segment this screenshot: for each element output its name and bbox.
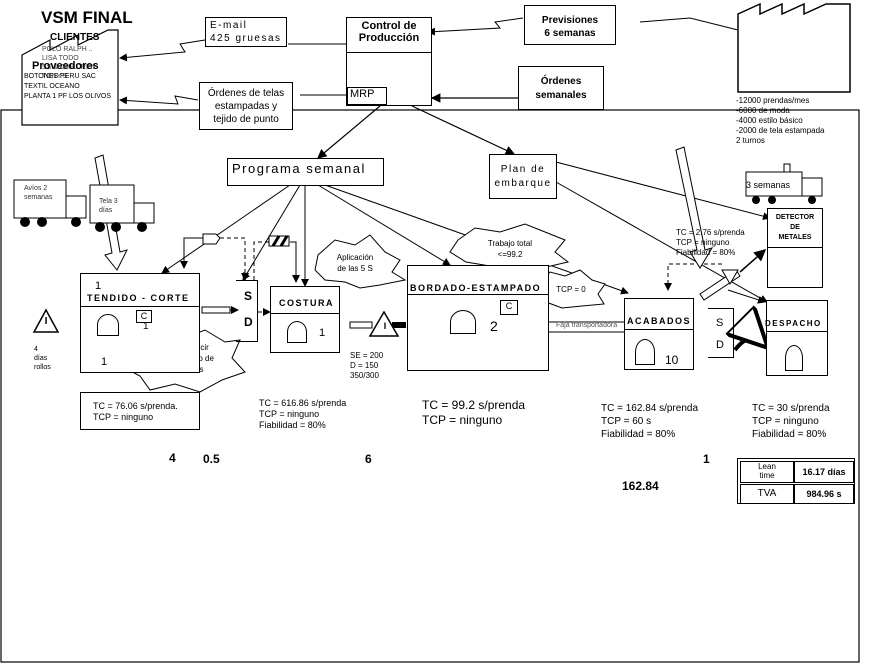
supermarket-1-s: S — [244, 289, 253, 303]
operator-icon — [97, 314, 119, 336]
faja-label: Faja transportadora — [556, 322, 618, 329]
proveedores-label: Proveedores — [32, 60, 99, 72]
factory-stats: -12000 prendas/mes -6000 de moda -4000 e… — [736, 96, 825, 145]
avios-truck-label: Avíos 2 semanas — [24, 185, 53, 201]
tendido-num-top: 1 — [95, 280, 102, 292]
process-tendido-corte: 1 TENDIDO - CORTE C 1 1 — [80, 273, 200, 373]
ordenes-telas-box: Órdenes de telas estampadas y tejido de … — [199, 82, 293, 130]
inventory-left-note: 4 días rollos — [34, 346, 51, 371]
process-acabados: ACABADOS 10 — [624, 298, 694, 370]
supermarket-1-d: D — [244, 315, 253, 329]
tela-truck-label: Tela 3 días — [99, 198, 118, 214]
proveedores-list: BOTONES PERU SAC TEXTIL OCEANO PLANTA 1 … — [24, 73, 112, 100]
control-produccion: Control de Producción MRP — [346, 17, 432, 106]
process-costura: COSTURA 1 — [270, 286, 340, 353]
tva-label: TVA — [740, 484, 794, 504]
bordado-name: BORDADO-ESTAMPADO — [410, 283, 542, 293]
despacho-name: DESPACHO — [765, 319, 822, 328]
operator-icon — [450, 310, 476, 334]
email-line1: E-mail — [210, 20, 248, 31]
tendido-num-c: 1 — [143, 321, 149, 332]
diagram-title: VSM FINAL — [41, 8, 133, 27]
acabados-name: ACABADOS — [627, 316, 692, 326]
acabados-num: 10 — [665, 353, 679, 367]
operator-icon — [785, 345, 803, 371]
programa-semanal-box: Programa semanal — [227, 158, 384, 186]
tendido-name: TENDIDO - CORTE — [87, 293, 190, 303]
bordado-c-box: C — [500, 300, 518, 315]
operator-icon — [287, 321, 307, 343]
kaizen-aplicacion: Aplicación de las 5 S — [336, 253, 374, 273]
ordenes-semanales-box: Órdenes semanales — [518, 66, 604, 110]
clientes-list: POLO RALPH .. LISA TODO SS & CHILDREN TO… — [42, 46, 96, 80]
bordado-num: 2 — [490, 318, 498, 334]
email-box: E-mail 425 gruesas — [205, 17, 287, 47]
process-bordado-estampado: BORDADO-ESTAMPADO C 2 — [407, 265, 549, 371]
process-detector-metales: DETECTOR DE METALES — [767, 208, 823, 288]
costura-num: 1 — [319, 327, 326, 339]
inventory-mid-note: SE = 200 D = 150 350/300 — [350, 351, 384, 380]
timeline-day-4: 1 — [703, 452, 710, 466]
kaizen-trabajo: Trabajo total <=99.2 — [487, 239, 533, 259]
operator-icon — [635, 339, 655, 365]
tendido-c-box: C — [136, 310, 152, 323]
mrp-label: MRP — [347, 87, 387, 105]
inventory-mid-symbol: I — [383, 321, 387, 331]
process-despacho: DESPACHO — [765, 300, 828, 376]
timeline-day-3: 6 — [365, 452, 372, 466]
timeline-day-1: 4 — [169, 451, 176, 465]
tva-value: 984.96 s — [794, 484, 854, 504]
timeline-day-2: 0.5 — [203, 452, 220, 466]
kaizen-tcp: TCP = 0 — [556, 285, 586, 294]
supermarket-2-s: S — [716, 317, 724, 329]
detector-metrics: TC = 2.76 s/prenda TCP = ninguno Fiabili… — [676, 228, 745, 257]
supermarket-2: S D — [708, 308, 734, 358]
tendido-num-bottom: 1 — [101, 356, 108, 368]
supermarket-2-d: D — [716, 339, 724, 351]
control-title: Control de Producción — [347, 18, 431, 53]
clientes-label: CLIENTES — [50, 32, 100, 43]
lean-time-label: Lean time — [740, 461, 794, 483]
costura-metrics: TC = 616.86 s/prenda TCP = ninguno Fiabi… — [259, 398, 347, 430]
email-line2: 425 gruesas — [210, 33, 282, 44]
supermarket-1: S D — [236, 280, 258, 342]
previsiones-box: Previsiones 6 semanas — [524, 5, 616, 45]
inventory-left-symbol: I — [44, 316, 48, 327]
timeline-value-162: 162.84 — [622, 479, 659, 493]
plan-embarque-box: Plan de embarque — [489, 154, 557, 199]
bordado-metrics: TC = 99.2 s/prenda TCP = ninguno — [422, 398, 526, 427]
tendido-metrics: TC = 76.06 s/prenda. TCP = ninguno — [80, 392, 200, 430]
costura-name: COSTURA — [279, 298, 334, 308]
lean-tva-table: Lean time 16.17 días TVA 984.96 s — [737, 458, 855, 504]
lean-time-value: 16.17 días — [794, 461, 854, 483]
tres-semanas-label: 3 semanas — [746, 180, 791, 190]
acabados-metrics: TC = 162.84 s/prenda TCP = 60 s Fiabilid… — [601, 403, 699, 440]
detector-name: DETECTOR DE METALES — [775, 214, 815, 241]
despacho-metrics: TC = 30 s/prenda TCP = ninguno Fiabilida… — [752, 403, 830, 440]
